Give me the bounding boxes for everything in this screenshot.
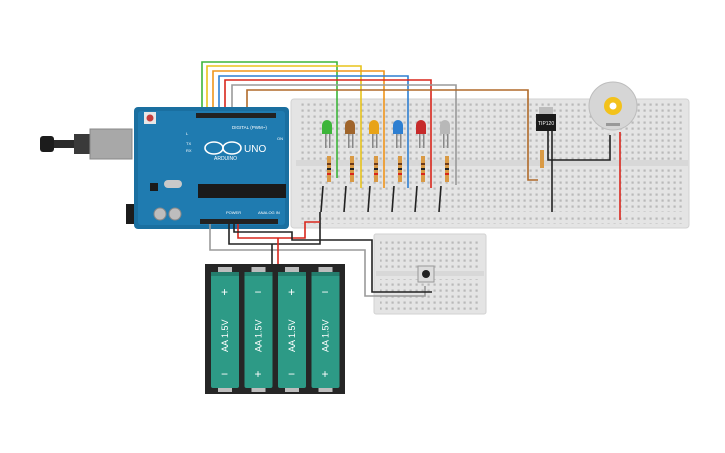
battery-pack[interactable]: + − AA 1.5V − + AA 1.5V + − AA 1.5V − + AA 1.5V [205,264,345,394]
resistor-2[interactable] [350,156,354,182]
cell-bottom-terminal: + [322,367,329,381]
cell-bottom-terminal: − [288,367,295,381]
power-label: POWER [226,210,241,215]
led-2[interactable] [345,120,355,148]
gnd-jumper-5 [414,185,418,213]
transistor[interactable]: TIP120 [536,107,611,212]
wire-orange [212,70,385,188]
resistor-5[interactable] [421,156,425,182]
wire-gray [231,84,457,185]
digital-label: DIGITAL (PWM~) [232,125,267,130]
led-body [393,120,403,134]
cell-label: AA 1.5V [220,319,230,352]
gnd-jumper-3 [367,185,371,213]
l-label: L [186,131,189,136]
dc-motor[interactable] [588,81,638,220]
battery-cell-3: + − AA 1.5V [278,267,306,392]
battery-cell-4: − + AA 1.5V [311,267,340,392]
gnd-jumper-2 [343,185,347,213]
brand-label: ARDUINO [214,156,237,162]
wire-black-button [233,224,432,293]
cell-label: AA 1.5V [254,319,264,352]
cell-top-terminal: + [221,285,228,299]
resistor-6[interactable] [445,156,449,182]
transistor-label: TIP120 [538,121,554,127]
tx-label: TX [186,141,191,146]
led-1[interactable] [322,120,332,148]
arduino-uno[interactable]: ARDUINO UNO DIGITAL (PWM~) TX RX L ON PO… [40,107,289,229]
analog-label: ANALOG IN [258,210,280,215]
rx-label: RX [186,148,192,153]
battery-cell-1: + − AA 1.5V [211,267,239,392]
wire-5v-red [237,221,320,239]
gnd-jumper-1 [320,185,324,213]
wire-green [201,61,338,178]
wire-yellow [206,65,362,188]
arduino-logo [204,141,242,155]
cell-bottom-terminal: + [255,367,262,381]
resistor-1[interactable] [327,156,331,182]
led-4[interactable] [393,120,403,148]
led-body [345,120,355,134]
led-3[interactable] [369,120,379,148]
cell-bottom-terminal: − [221,367,228,381]
on-label: ON [277,136,283,141]
cell-top-terminal: + [288,285,295,299]
cell-label: AA 1.5V [321,319,331,352]
wire-brown [246,89,538,181]
led-body [369,120,379,134]
led-body [416,120,426,134]
led-5[interactable] [416,120,426,148]
battery-cell-2: − + AA 1.5V [244,267,273,392]
cell-label: AA 1.5V [287,319,297,352]
cell-top-terminal: − [322,285,329,299]
led-body [322,120,332,134]
wire-blue [218,75,409,188]
wire-gnd-black [228,212,321,245]
led-array[interactable] [320,120,450,213]
led-body [440,120,450,134]
resistor-3[interactable] [374,156,378,182]
power-wires[interactable] [209,212,432,297]
wire-gray-button [209,224,426,297]
base-resistor [540,150,544,168]
model-label: UNO [244,144,266,155]
gnd-jumper-6 [438,185,442,213]
cell-top-terminal: − [255,285,262,299]
push-button[interactable] [417,265,435,283]
wire-red [224,79,432,188]
resistor-4[interactable] [398,156,402,182]
wire-collector [547,131,611,161]
signal-wires[interactable] [201,61,538,188]
led-6[interactable] [440,120,450,148]
gnd-jumper-4 [391,185,395,213]
